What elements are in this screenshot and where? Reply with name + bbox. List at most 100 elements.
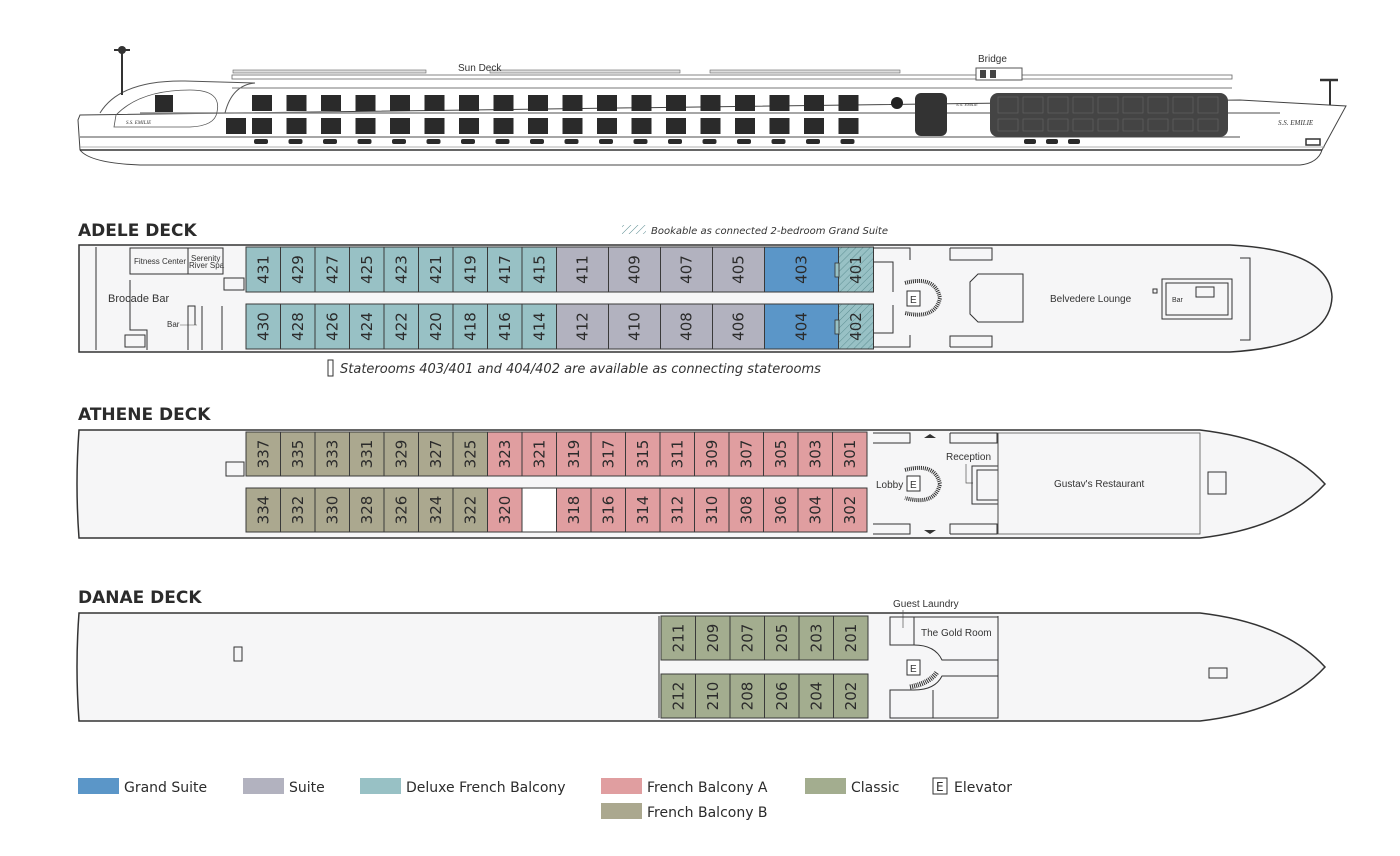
stateroom-310[interactable]: 310 xyxy=(694,487,730,533)
belvedere-lounge-label: Belvedere Lounge xyxy=(1050,294,1132,305)
stateroom-209[interactable]: 209 xyxy=(695,615,731,661)
stateroom-305[interactable]: 305 xyxy=(763,431,799,477)
stateroom-number: 420 xyxy=(427,312,445,341)
stateroom-314[interactable]: 314 xyxy=(625,487,661,533)
stateroom-430[interactable]: 430 xyxy=(245,303,281,350)
legend-swatch xyxy=(601,803,642,819)
stateroom-429[interactable]: 429 xyxy=(280,246,316,293)
stateroom-208[interactable]: 208 xyxy=(729,673,765,719)
stateroom-325[interactable]: 325 xyxy=(452,431,488,477)
stateroom-309[interactable]: 309 xyxy=(694,431,730,477)
legend-item-grand-suite: Grand Suite xyxy=(78,778,207,796)
stateroom-318[interactable]: 318 xyxy=(556,487,592,533)
stateroom-303[interactable]: 303 xyxy=(797,431,833,477)
stateroom-423[interactable]: 423 xyxy=(383,246,419,293)
stateroom-307[interactable]: 307 xyxy=(728,431,764,477)
stateroom-416[interactable]: 416 xyxy=(487,303,523,350)
reception-label: Reception xyxy=(946,452,991,463)
stateroom-number: 328 xyxy=(358,496,376,525)
stateroom-425[interactable]: 425 xyxy=(349,246,385,293)
adele-elevator: E xyxy=(904,278,943,317)
stateroom-321[interactable]: 321 xyxy=(521,431,557,477)
stateroom-212[interactable]: 212 xyxy=(660,673,696,719)
stateroom-427[interactable]: 427 xyxy=(314,246,350,293)
stateroom-317[interactable]: 317 xyxy=(590,431,626,477)
connecting-door-icon xyxy=(834,262,840,278)
stateroom-411[interactable]: 411 xyxy=(556,246,609,293)
stateroom-number: 324 xyxy=(427,496,445,525)
stateroom-201[interactable]: 201 xyxy=(833,615,869,661)
stateroom-404[interactable]: 404 xyxy=(764,303,839,350)
stateroom-number: 429 xyxy=(289,255,307,284)
stateroom-328[interactable]: 328 xyxy=(349,487,385,533)
stateroom-335[interactable]: 335 xyxy=(280,431,316,477)
stateroom-426[interactable]: 426 xyxy=(314,303,350,350)
stateroom-401[interactable]: 401 xyxy=(838,246,874,293)
stateroom-428[interactable]: 428 xyxy=(280,303,316,350)
stateroom-number: 314 xyxy=(634,496,652,525)
stateroom-415[interactable]: 415 xyxy=(521,246,557,293)
stateroom-424[interactable]: 424 xyxy=(349,303,385,350)
stateroom-417[interactable]: 417 xyxy=(487,246,523,293)
stateroom-308[interactable]: 308 xyxy=(728,487,764,533)
stateroom-315[interactable]: 315 xyxy=(625,431,661,477)
stateroom-421[interactable]: 421 xyxy=(418,246,454,293)
stateroom-319[interactable]: 319 xyxy=(556,431,592,477)
stateroom-number: 406 xyxy=(730,312,748,341)
stateroom-337[interactable]: 337 xyxy=(245,431,281,477)
stateroom-301[interactable]: 301 xyxy=(832,431,868,477)
stateroom-412[interactable]: 412 xyxy=(556,303,609,350)
stateroom-304[interactable]: 304 xyxy=(797,487,833,533)
stateroom-312[interactable]: 312 xyxy=(659,487,695,533)
stateroom-414[interactable]: 414 xyxy=(521,303,557,350)
fitness-center-label: Fitness Center xyxy=(134,257,186,266)
elevator-icon: E xyxy=(910,480,917,491)
stateroom-402[interactable]: 402 xyxy=(838,303,874,350)
stateroom-420[interactable]: 420 xyxy=(418,303,454,350)
stateroom-409[interactable]: 409 xyxy=(608,246,661,293)
stateroom-number: 417 xyxy=(496,255,514,284)
stateroom-211[interactable]: 211 xyxy=(660,615,696,661)
stateroom-324[interactable]: 324 xyxy=(418,487,454,533)
stateroom-331[interactable]: 331 xyxy=(349,431,385,477)
stateroom-306[interactable]: 306 xyxy=(763,487,799,533)
stateroom-207[interactable]: 207 xyxy=(729,615,765,661)
stateroom-210[interactable]: 210 xyxy=(695,673,731,719)
stateroom-329[interactable]: 329 xyxy=(383,431,419,477)
stateroom-334[interactable]: 334 xyxy=(245,487,281,533)
stateroom-202[interactable]: 202 xyxy=(833,673,869,719)
stateroom-323[interactable]: 323 xyxy=(487,431,523,477)
stateroom-422[interactable]: 422 xyxy=(383,303,419,350)
stateroom-206[interactable]: 206 xyxy=(764,673,800,719)
stateroom-316[interactable]: 316 xyxy=(590,487,626,533)
stateroom-302[interactable]: 302 xyxy=(832,487,868,533)
stateroom-431[interactable]: 431 xyxy=(245,246,281,293)
stateroom-205[interactable]: 205 xyxy=(764,615,800,661)
stateroom-327[interactable]: 327 xyxy=(418,431,454,477)
stateroom-403[interactable]: 403 xyxy=(764,246,839,293)
stateroom-407[interactable]: 407 xyxy=(660,246,713,293)
svg-text:French Balcony B: French Balcony B xyxy=(647,805,768,821)
stateroom-number: 302 xyxy=(841,496,859,525)
stateroom-203[interactable]: 203 xyxy=(798,615,834,661)
stateroom-410[interactable]: 410 xyxy=(608,303,661,350)
stateroom-311[interactable]: 311 xyxy=(659,431,695,477)
stateroom-333[interactable]: 333 xyxy=(314,431,350,477)
stateroom-204[interactable]: 204 xyxy=(798,673,834,719)
stateroom-330[interactable]: 330 xyxy=(314,487,350,533)
stateroom-419[interactable]: 419 xyxy=(452,246,488,293)
stateroom-406[interactable]: 406 xyxy=(712,303,765,350)
stateroom-322[interactable]: 322 xyxy=(452,487,488,533)
stateroom-332[interactable]: 332 xyxy=(280,487,316,533)
stateroom-405[interactable]: 405 xyxy=(712,246,765,293)
stateroom-418[interactable]: 418 xyxy=(452,303,488,350)
stateroom-number: 325 xyxy=(461,440,479,469)
stateroom-320[interactable]: 320 xyxy=(487,487,523,533)
bookable-note: Bookable as connected 2-bedroom Grand Su… xyxy=(622,225,888,237)
stateroom-326[interactable]: 326 xyxy=(383,487,419,533)
stateroom-number: 326 xyxy=(392,496,410,525)
stateroom-408[interactable]: 408 xyxy=(660,303,713,350)
bar-label: Bar xyxy=(167,320,180,329)
